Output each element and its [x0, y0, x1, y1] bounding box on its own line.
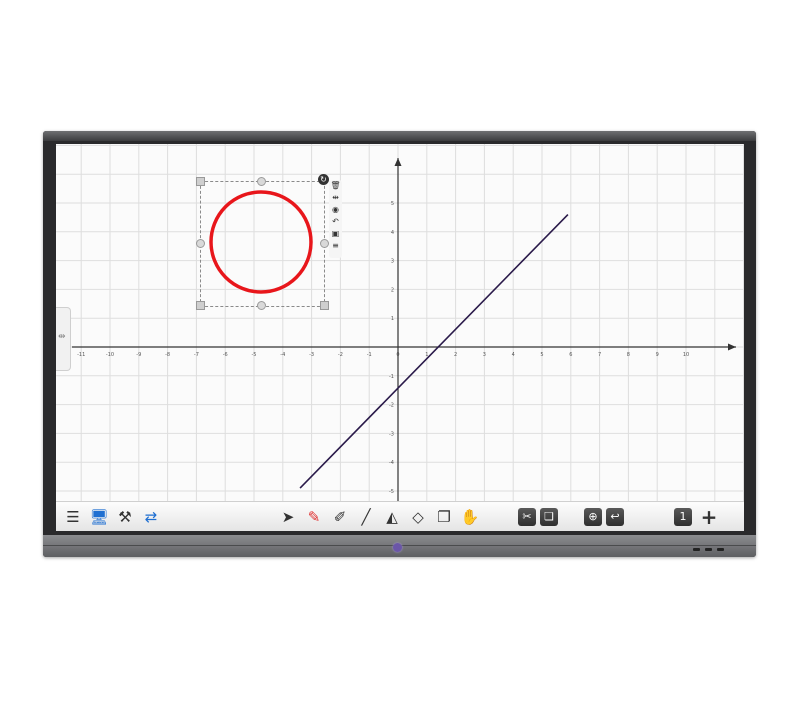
- x-tick-label: 0: [396, 352, 399, 358]
- page-icon[interactable]: 1: [674, 508, 692, 526]
- x-tick-label: 8: [627, 352, 630, 358]
- object-toolbar: 🗑 ⇹ ◉ ↶ ▣ ≡: [329, 180, 342, 258]
- undo-icon[interactable]: ↩: [606, 508, 624, 526]
- front-button-2[interactable]: [705, 548, 712, 551]
- x-tick-label: -5: [252, 352, 257, 358]
- resize-corner-bottom-right[interactable]: [320, 301, 329, 310]
- copy-icon[interactable]: ❏: [540, 508, 558, 526]
- y-tick-label: -4: [389, 460, 394, 466]
- selection-box[interactable]: [200, 181, 325, 307]
- y-tick-label: -2: [389, 403, 394, 409]
- y-tick-label: 4: [391, 230, 394, 236]
- x-axis-arrow: [728, 343, 736, 351]
- resize-handle-left[interactable]: [196, 239, 205, 248]
- coordinate-axes: [72, 158, 736, 501]
- plotted-line-group[interactable]: [299, 213, 569, 489]
- x-tick-label: 10: [683, 352, 689, 358]
- select-cursor-icon[interactable]: ➤: [281, 508, 295, 526]
- y-tick-label: -1: [389, 374, 394, 380]
- hand-icon[interactable]: ✋: [460, 508, 480, 526]
- x-tick-label: -6: [223, 352, 228, 358]
- flip-horizontal-icon[interactable]: ⇹: [332, 193, 339, 202]
- x-tick-label: 5: [540, 352, 543, 358]
- lock-icon[interactable]: ▣: [331, 229, 340, 238]
- front-button-1[interactable]: [693, 548, 700, 551]
- x-tick-label: -3: [309, 352, 314, 358]
- y-axis-arrow: [394, 158, 402, 166]
- grid: [56, 144, 744, 501]
- bezel-top-edge: [43, 131, 756, 141]
- x-tick-label: 7: [598, 352, 601, 358]
- front-button-3[interactable]: [717, 548, 724, 551]
- resize-corner-bottom-left[interactable]: [196, 301, 205, 310]
- red-circle-shape[interactable]: [209, 190, 313, 294]
- resize-corner-top-left[interactable]: [196, 177, 205, 186]
- shape-icon[interactable]: ◇: [412, 508, 424, 526]
- expand-arrows-icon: ⇹: [58, 332, 66, 342]
- resize-handle-right[interactable]: [320, 239, 329, 248]
- menu-icon[interactable]: ≡: [332, 241, 339, 250]
- layer-icon[interactable]: ◉: [332, 205, 339, 214]
- y-tick-label: 1: [391, 316, 394, 322]
- plotted-line[interactable]: [299, 213, 569, 489]
- x-tick-label: -9: [136, 352, 141, 358]
- note-icon[interactable]: ❐: [437, 508, 451, 526]
- zoom-icon[interactable]: ⊕: [584, 508, 602, 526]
- menu-icon[interactable]: ☰: [66, 508, 80, 526]
- resize-handle-bottom[interactable]: [257, 301, 266, 310]
- y-tick-label: -5: [389, 489, 394, 495]
- x-tick-label: -7: [194, 352, 199, 358]
- x-tick-label: -2: [338, 352, 343, 358]
- switch-icon[interactable]: ⇄: [144, 508, 158, 526]
- cut-icon[interactable]: ✂: [518, 508, 536, 526]
- x-tick-label: 9: [656, 352, 659, 358]
- y-tick-label: 3: [391, 259, 394, 265]
- tools-icon[interactable]: ⚒: [118, 508, 132, 526]
- add-page-icon[interactable]: +: [700, 505, 718, 529]
- line-icon[interactable]: ╱: [361, 508, 371, 526]
- bottom-taskbar: ☰ 🖥 ⚒ ⇄ ➤ ✎ ✐ ╱ ◭ ◇ ❐ ✋ ✂❏ ⊕↩ 1 +: [56, 501, 744, 531]
- pen-style-icon[interactable]: ✐: [333, 508, 347, 526]
- x-tick-label: -10: [106, 352, 114, 358]
- rotate-handle-icon[interactable]: ↻: [318, 174, 329, 185]
- x-tick-label: 4: [512, 352, 515, 358]
- power-button[interactable]: [393, 543, 402, 552]
- resize-handle-top[interactable]: [257, 177, 266, 186]
- y-tick-label: 5: [391, 201, 394, 207]
- x-tick-label: -11: [77, 352, 85, 358]
- x-tick-label: 2: [454, 352, 457, 358]
- x-tick-label: 1: [425, 352, 428, 358]
- x-tick-label: -1: [367, 352, 372, 358]
- y-tick-label: -3: [389, 431, 394, 437]
- rotate-icon[interactable]: ↶: [332, 217, 339, 226]
- y-tick-label: 2: [391, 287, 394, 293]
- x-tick-label: 3: [483, 352, 486, 358]
- y-tick-labels: 5 4 3 2 1 -1 -2 -3 -4 -5: [389, 201, 394, 495]
- trash-icon[interactable]: 🗑: [330, 181, 341, 190]
- eraser-icon[interactable]: ◭: [386, 508, 398, 526]
- side-panel-handle[interactable]: ⇹: [56, 307, 71, 371]
- x-tick-label: 6: [569, 352, 572, 358]
- pen-icon[interactable]: ✎: [307, 508, 321, 526]
- desktop-icon[interactable]: 🖥: [89, 508, 109, 526]
- x-tick-label: -4: [280, 352, 285, 358]
- x-tick-label: -8: [165, 352, 170, 358]
